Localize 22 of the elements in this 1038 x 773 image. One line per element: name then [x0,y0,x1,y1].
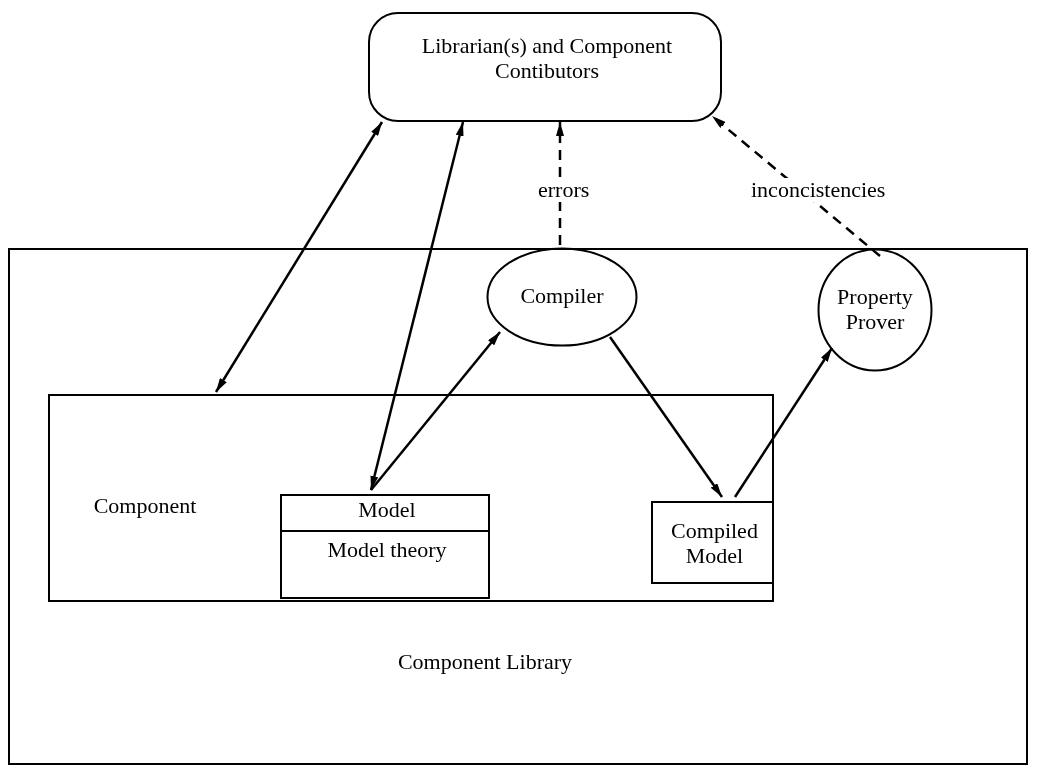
process-ellipse [486,247,638,347]
process-ellipse [817,248,933,372]
arrow [214,121,384,393]
node-label: Component [92,494,198,519]
node-label: Librarian(s) and Component Contibutors [420,34,674,84]
dashed-arrow [556,122,564,245]
actor-box [368,12,722,122]
arrow [733,347,834,498]
class-section-text: Model theory [326,538,448,563]
node-label: Compiler [519,284,605,309]
dashed-arrow [711,115,881,257]
container-box [8,248,1028,765]
arrow [369,121,465,491]
node-label: Component Library [396,650,574,675]
arrow [608,336,724,498]
container-box [651,501,774,584]
node-label: Property Prover [836,285,914,335]
class-box [280,494,490,599]
node-label: Compiled Model [670,519,759,569]
container-box [48,394,774,602]
class-name: Model [357,498,417,523]
arrow [370,331,501,491]
